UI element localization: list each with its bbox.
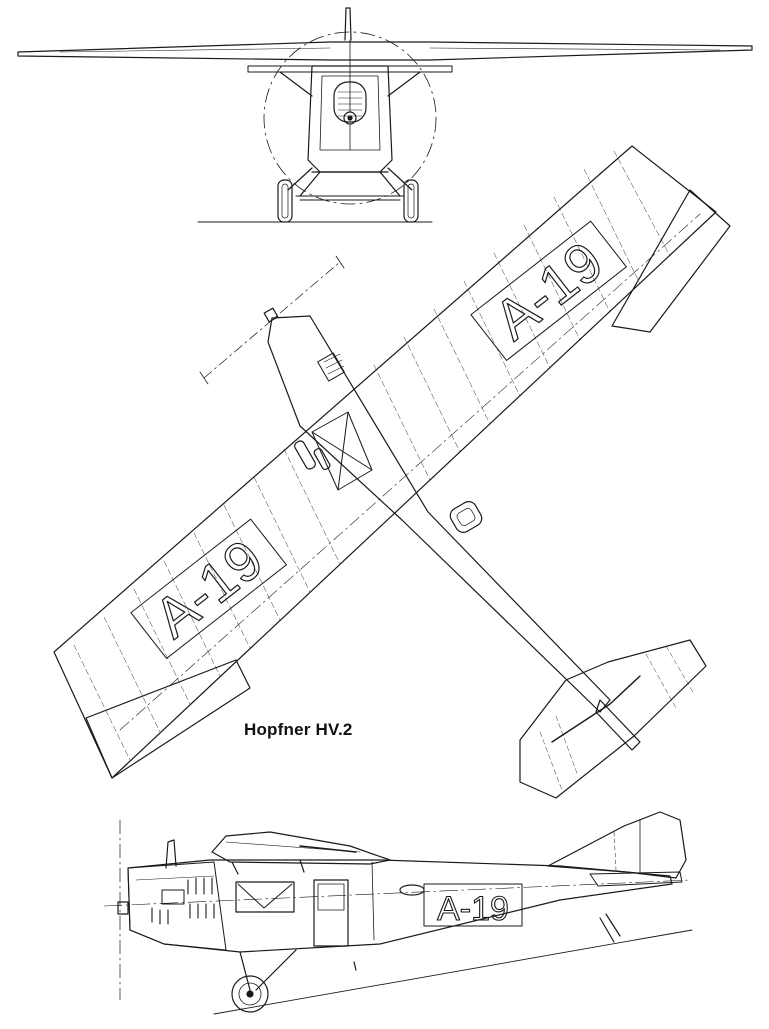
top-wing [53,145,717,779]
cabin-door [313,879,349,947]
right-aileron [611,189,731,333]
cabin-window [235,881,295,913]
fuselage-registration: A-19 [423,883,523,929]
side-fin [547,811,687,879]
top-nose [263,307,279,323]
side-ground-line [213,929,693,1015]
registration-text: A-19 [142,527,274,649]
tailplane [519,639,707,799]
rudder [595,699,641,751]
front-view [17,7,753,223]
registration-text: A-19 [482,229,614,351]
front-right-wheel [403,179,419,223]
top-fuselage [267,315,611,713]
front-wing [17,41,753,61]
cockpit [449,501,483,533]
side-wing [211,831,391,865]
top-view: A-19 A-19 [53,145,731,799]
spinner [117,901,129,915]
propeller-disc [263,31,437,205]
front-fin [344,7,352,41]
side-view: A-19 [103,811,693,1015]
drawing-title: Hopfner HV.2 [244,720,353,739]
wing-registration-left: A-19 [130,518,287,659]
side-wheel [231,975,269,1013]
left-aileron [85,659,251,779]
registration-text: A-19 [437,890,509,928]
front-left-wheel [277,179,293,223]
